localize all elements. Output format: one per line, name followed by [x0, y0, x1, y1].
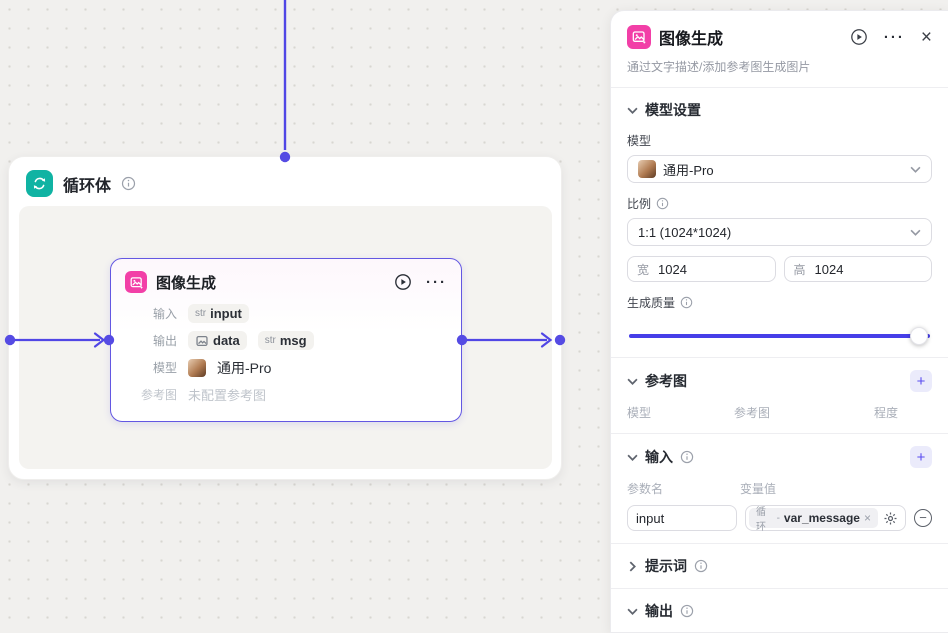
model-avatar	[188, 358, 206, 377]
image-generation-icon	[125, 271, 147, 293]
divider	[611, 357, 948, 358]
node-more-icon[interactable]: ···	[426, 273, 447, 291]
delete-input-row-button[interactable]: −	[914, 509, 932, 527]
variable-scope: 循环	[756, 507, 766, 533]
reference-column-headers: 模型 参考图 程度	[627, 406, 899, 420]
divider	[611, 543, 948, 544]
node-row-input: 输入 str input	[125, 302, 447, 325]
section-reference[interactable]: 参考图 +	[627, 370, 932, 392]
node-config-panel: 图像生成 ··· × 通过文字描述/添加参考图生成图片 模型设置 模型 通用-P…	[610, 10, 948, 633]
slider-handle[interactable]	[910, 327, 928, 345]
variable-tag: 循环 - var_message ×	[749, 507, 878, 533]
image-generation-icon	[627, 25, 651, 49]
output-tag-data: data	[188, 331, 247, 350]
model-avatar	[638, 160, 656, 178]
section-model-settings[interactable]: 模型设置	[627, 100, 932, 120]
row-label: 输出	[152, 334, 177, 348]
divider	[611, 588, 948, 589]
variable-value-field[interactable]: 循环 - var_message ×	[745, 505, 906, 533]
chevron-down-icon	[627, 378, 638, 385]
run-node-icon[interactable]	[394, 273, 412, 291]
chevron-down-icon	[627, 608, 638, 615]
chevron-down-icon	[910, 229, 921, 236]
ratio-select-value: 1:1 (1024*1024)	[638, 224, 732, 240]
input-row: 循环 - var_message × −	[627, 505, 932, 533]
row-label: 输入	[152, 307, 177, 321]
loop-node-header: 循环体	[9, 157, 561, 210]
node-row-output: 输出 data str msg	[125, 329, 447, 352]
info-icon[interactable]	[121, 176, 136, 191]
section-prompt[interactable]: 提示词	[627, 556, 932, 576]
loop-icon	[26, 170, 53, 197]
divider	[611, 87, 948, 88]
node-row-model: 模型 通用-Pro	[125, 356, 447, 379]
reference-value: 未配置参考图	[188, 388, 267, 403]
chevron-right-icon	[629, 560, 636, 572]
height-value: 1024	[814, 261, 844, 277]
add-input-button[interactable]: +	[910, 446, 932, 468]
loop-node-title: 循环体	[63, 177, 112, 195]
width-label: 宽	[637, 262, 650, 277]
width-field[interactable]: 宽 1024	[627, 256, 776, 282]
panel-title: 图像生成	[659, 31, 724, 48]
info-icon[interactable]	[680, 604, 694, 618]
model-value: 通用-Pro	[217, 359, 272, 376]
param-tag: str input	[188, 304, 249, 323]
gear-icon[interactable]	[883, 511, 898, 526]
input-column-headers: 参数名 变量值	[627, 482, 777, 496]
model-select-value: 通用-Pro	[663, 162, 714, 178]
chevron-down-icon	[627, 107, 638, 114]
quality-slider[interactable]	[629, 327, 930, 345]
image-generation-node[interactable]: 图像生成 ··· 输入 str input 输出	[110, 258, 462, 422]
output-tag-msg: str msg	[257, 331, 314, 350]
node-row-reference: 参考图 未配置参考图	[125, 383, 447, 406]
close-icon[interactable]: ×	[920, 26, 932, 48]
quality-label: 生成质量	[627, 294, 932, 311]
ratio-select[interactable]: 1:1 (1024*1024)	[627, 218, 932, 246]
info-icon[interactable]	[694, 559, 708, 573]
remove-variable-icon[interactable]: ×	[863, 511, 871, 525]
height-label: 高	[793, 262, 806, 277]
chevron-down-icon	[627, 454, 638, 461]
panel-subtitle: 通过文字描述/添加参考图生成图片	[627, 60, 811, 74]
param-name-input[interactable]	[627, 505, 737, 531]
height-field[interactable]: 高 1024	[783, 256, 932, 282]
more-icon[interactable]: ···	[883, 28, 905, 46]
row-label: 模型	[152, 361, 177, 375]
add-reference-button[interactable]: +	[910, 370, 932, 392]
slider-track[interactable]	[629, 334, 930, 338]
chevron-down-icon	[910, 166, 921, 173]
image-type-icon	[196, 335, 208, 346]
row-label: 参考图	[140, 388, 177, 402]
ratio-label: 比例	[627, 195, 932, 212]
divider	[611, 433, 948, 434]
width-value: 1024	[658, 261, 687, 277]
info-icon[interactable]	[680, 296, 693, 309]
node-title: 图像生成	[156, 274, 217, 292]
model-select[interactable]: 通用-Pro	[627, 155, 932, 183]
section-input[interactable]: 输入 +	[627, 446, 932, 468]
info-icon[interactable]	[656, 197, 669, 210]
run-icon[interactable]	[850, 28, 868, 46]
info-icon[interactable]	[680, 450, 694, 464]
variable-name: var_message	[783, 511, 860, 525]
model-label: 模型	[627, 134, 652, 148]
section-output[interactable]: 输出	[627, 601, 932, 621]
